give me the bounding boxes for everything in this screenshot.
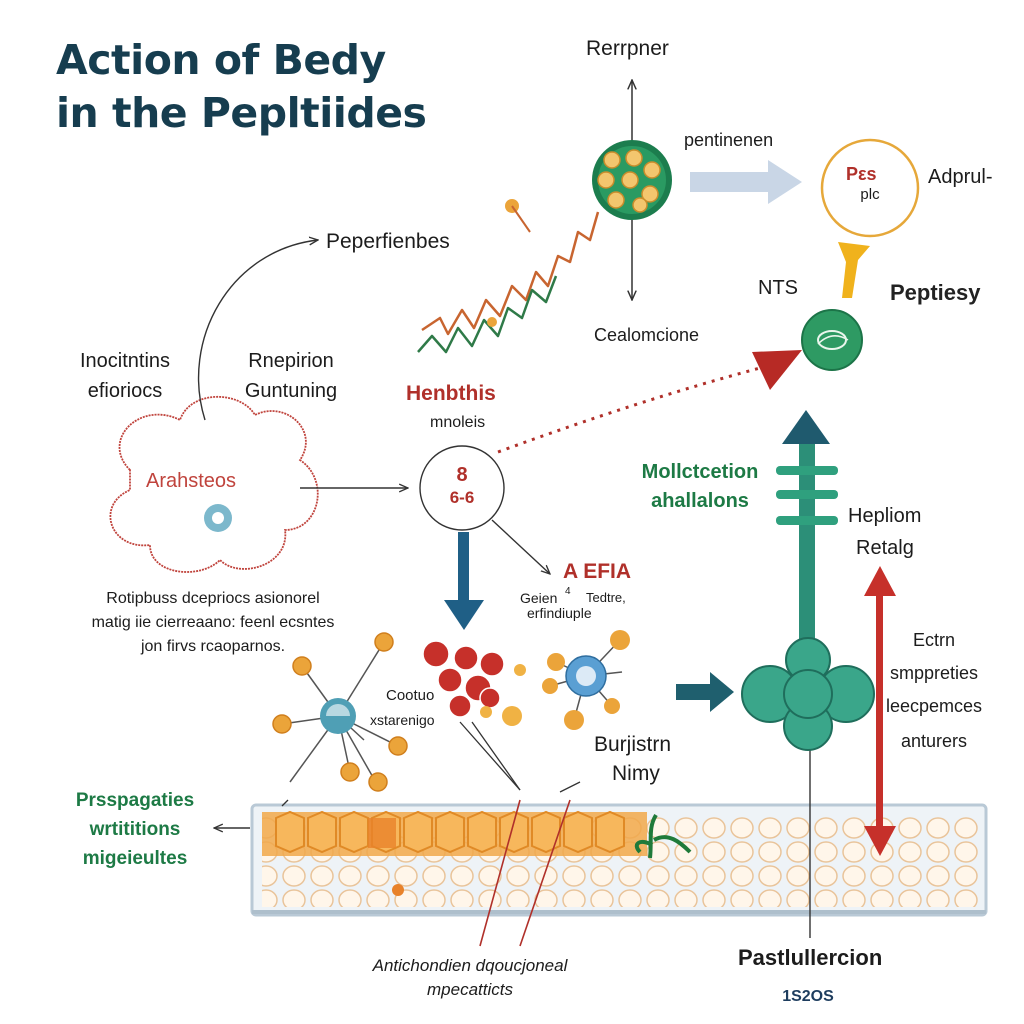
inocytosis-label-2: efioriocs	[87, 380, 163, 402]
ectm-label-4: anturers	[900, 731, 968, 751]
node-bottom-label: 6-6	[449, 488, 475, 507]
cloud-label: Arahsteos	[146, 470, 237, 492]
inocytosis-label-1: Inocitntins	[79, 350, 171, 372]
pes-node-sublabel: plc	[860, 186, 880, 203]
gene-sup-label: 4	[565, 586, 571, 597]
efla-arrow	[491, 519, 550, 574]
gene-detail-label: Tedtre,	[586, 590, 626, 605]
pes-node-icon	[820, 138, 920, 238]
perfusion-arrow	[197, 240, 318, 421]
description-line-1: Rotipbuss dcepriocs asionorel	[106, 590, 320, 607]
ectm-label-1: Ectrn	[912, 630, 955, 650]
mobilization-label-2: ahallalons	[651, 490, 749, 512]
caption-line-2: mpecatticts	[427, 980, 513, 999]
pointer-lines	[281, 721, 581, 807]
mobilization-label-1: Mollctcetion	[641, 461, 759, 483]
cell-membrane-band	[250, 803, 988, 917]
caption-pointer-lines	[479, 799, 571, 947]
ectm-label-3: leecpemces	[885, 696, 983, 716]
cloud-shape	[109, 395, 319, 573]
nts-label: NTS	[758, 277, 798, 299]
red-atom-cluster-icon	[422, 640, 526, 726]
caption-line-1: Antichondien dqoucjoneal	[372, 956, 568, 975]
efla-label: A EFIA	[563, 560, 632, 583]
molecules-label: mnoleis	[430, 414, 486, 431]
respiration-label-2: Guntuning	[244, 380, 338, 402]
teal-cluster-icon	[676, 637, 875, 751]
transport-arrow	[690, 160, 802, 204]
propagation-label-2: wrtititions	[89, 819, 181, 840]
receptor-label: Rerrpner	[586, 37, 669, 60]
nts-node-icon	[801, 309, 863, 371]
herb-label: Henbthis	[406, 382, 496, 405]
center-node-icon	[419, 445, 505, 531]
transport-label: pentinenen	[684, 130, 774, 150]
description-line-2: matig iie cierreaano: feenl ecsntes	[91, 614, 335, 631]
respiration-label-1: Rnepirion	[248, 350, 334, 372]
burst-label-2: Nimy	[612, 762, 660, 785]
peptide-label: Peptiesy	[890, 280, 981, 305]
signal-dotted-arrow	[497, 350, 802, 454]
helpiom-label-1: Hepliom	[848, 505, 922, 527]
sprout-icon	[634, 813, 692, 859]
title-line-1: Action of Bedy	[56, 36, 386, 84]
peptide-chain-icon	[417, 199, 600, 354]
adprul-label: Adprul-	[928, 166, 993, 188]
propagation-label-3: migeieultes	[82, 848, 188, 869]
title-line-2: in the Pepltiides	[56, 89, 427, 138]
starengo-label: xstarenigo	[370, 712, 435, 728]
down-flow-arrow	[444, 532, 484, 630]
page-title: Action of Bedy in the Pepltiides	[56, 34, 427, 141]
mobilization-column-icon	[776, 410, 838, 938]
perfusion-label: Peperfienbes	[326, 230, 450, 253]
node-top-label: 8	[456, 464, 468, 486]
red-double-arrow	[864, 566, 896, 856]
gene-line-2: erfindiuple	[527, 605, 592, 621]
receptor-cluster-icon	[592, 80, 672, 300]
helpiom-label-2: Retalg	[856, 537, 914, 559]
cootuo-label: Cootuo	[386, 687, 435, 704]
ectm-label-2: smppreties	[889, 663, 979, 683]
burst-label-1: Burjistrn	[594, 733, 672, 756]
funnel-connector-icon	[838, 242, 870, 298]
blue-molecule-icon	[542, 630, 630, 730]
gene-label: Geien	[520, 590, 558, 606]
molecule-icon	[272, 632, 408, 792]
release-label: Cealomcione	[594, 325, 700, 345]
pastul-label: Pastlullercion	[738, 945, 883, 970]
code-label: 1S2OS	[782, 988, 834, 1005]
propagation-label-1: Prsspagaties	[75, 790, 195, 811]
description-line-3: jon firvs rcaoparnos.	[140, 638, 286, 655]
pes-node-label: Pεs	[846, 164, 877, 184]
